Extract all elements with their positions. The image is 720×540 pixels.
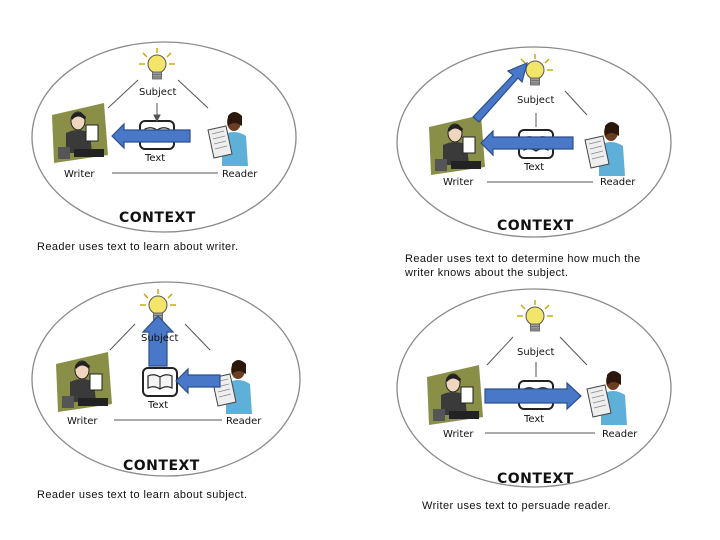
subject-label: Subject: [139, 87, 177, 98]
context-label: CONTEXT: [497, 218, 574, 234]
diagram-panel-2: Subject Text Writer Reader CONTEXT: [395, 45, 675, 241]
text-label: Text: [148, 400, 169, 411]
context-label: CONTEXT: [123, 458, 200, 474]
context-label: CONTEXT: [119, 210, 196, 226]
writer-label: Writer: [443, 177, 474, 188]
connector-line: [107, 79, 139, 109]
reader-label: Reader: [600, 177, 636, 188]
subject-label: Subject: [517, 95, 555, 106]
connector-line: [486, 336, 514, 366]
diagram-panel-4-graphic: [396, 288, 672, 488]
diagram-panel-2-graphic: [396, 46, 672, 238]
lightbulb-icon: [138, 47, 176, 80]
direction-arrow: [175, 367, 221, 395]
connector-line: [564, 90, 588, 116]
caption-panel-1: Reader uses text to learn about writer.: [37, 241, 239, 253]
diagram-panel-4: Subject Text Writer Reader CONTEXT: [395, 287, 675, 492]
caption-panel-4: Writer uses text to persuade reader.: [422, 500, 612, 512]
text-label: Text: [524, 162, 545, 173]
reader-label: Reader: [222, 169, 258, 180]
subject-label: Subject: [517, 347, 555, 358]
caption-panel-2: Reader uses text to determine how much t…: [405, 253, 641, 279]
writer-icon: [426, 364, 484, 426]
caption-panel-3: Reader uses text to learn about subject.: [37, 489, 248, 501]
direction-arrow: [111, 122, 191, 150]
context-label: CONTEXT: [497, 471, 574, 487]
connector-line: [177, 79, 209, 109]
direction-arrow: [484, 381, 582, 411]
context-ellipse: [31, 281, 301, 477]
diagram-panel-3-graphic: [31, 281, 301, 477]
direction-arrow: [141, 315, 175, 367]
diagram-panel-3: Subject Text Writer Reader CONTEXT: [30, 280, 305, 480]
connector-line: [559, 336, 588, 366]
writer-label: Writer: [64, 169, 95, 180]
reader-label: Reader: [226, 416, 262, 427]
diagram-panel-1: Subject Text Writer Reader CONTEXT: [30, 40, 300, 236]
context-ellipse: [31, 41, 297, 233]
reader-label: Reader: [602, 429, 638, 440]
writer-icon: [55, 351, 113, 413]
text-label: Text: [145, 153, 166, 164]
book-icon: [142, 367, 178, 397]
subject-label: Subject: [141, 333, 179, 344]
direction-arrow: [472, 61, 528, 123]
writer-label: Writer: [67, 416, 98, 427]
writer-label: Writer: [443, 429, 474, 440]
writer-icon: [51, 102, 109, 164]
lightbulb-icon: [516, 299, 554, 332]
connector-line: [184, 323, 211, 351]
direction-arrow: [480, 129, 574, 157]
diagram-panel-1-graphic: [31, 41, 297, 233]
connector-line: [109, 323, 136, 351]
context-ellipse: [396, 288, 672, 488]
text-label: Text: [524, 414, 545, 425]
reader-icon: [207, 111, 249, 167]
writer-icon: [428, 114, 486, 176]
connector-line: [153, 114, 161, 123]
reader-icon: [586, 370, 628, 426]
context-ellipse: [396, 46, 672, 238]
reader-icon: [584, 121, 626, 177]
